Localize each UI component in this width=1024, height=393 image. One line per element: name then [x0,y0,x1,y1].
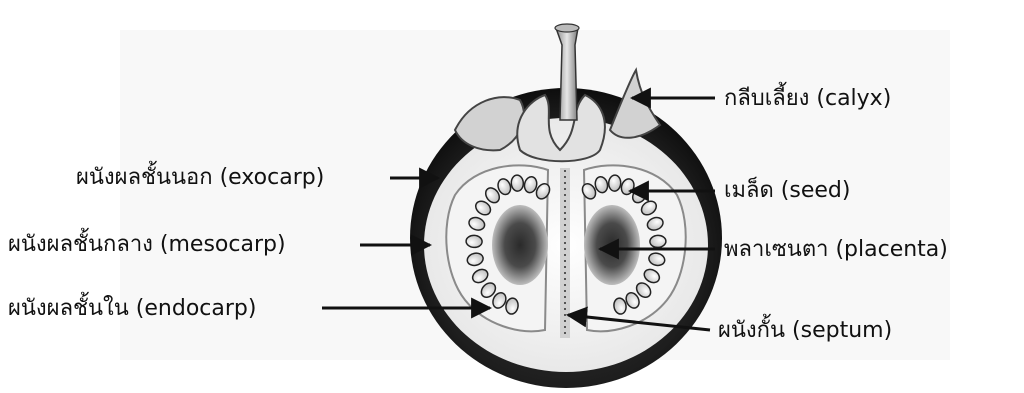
label-placenta: พลาเซนตา (placenta) [724,237,948,263]
seed [608,175,621,192]
label-endocarp: ผนังผลชั้นใน (endocarp) [8,296,256,322]
label-mesocarp: ผนังผลชั้นกลาง (mesocarp) [8,232,286,258]
left-placenta [492,205,548,285]
label-seed: เมล็ด (seed) [724,178,850,204]
seed [511,175,524,192]
seed [650,235,667,248]
septum-wall [560,168,570,338]
label-septum: ผนังกั้น (septum) [718,318,892,344]
right-placenta [584,205,640,285]
label-calyx: กลีบเลี้ยง (calyx) [724,86,891,112]
label-exocarp: ผนังผลชั้นนอก (exocarp) [76,165,324,191]
stem-top [555,24,579,32]
seed [466,235,483,248]
